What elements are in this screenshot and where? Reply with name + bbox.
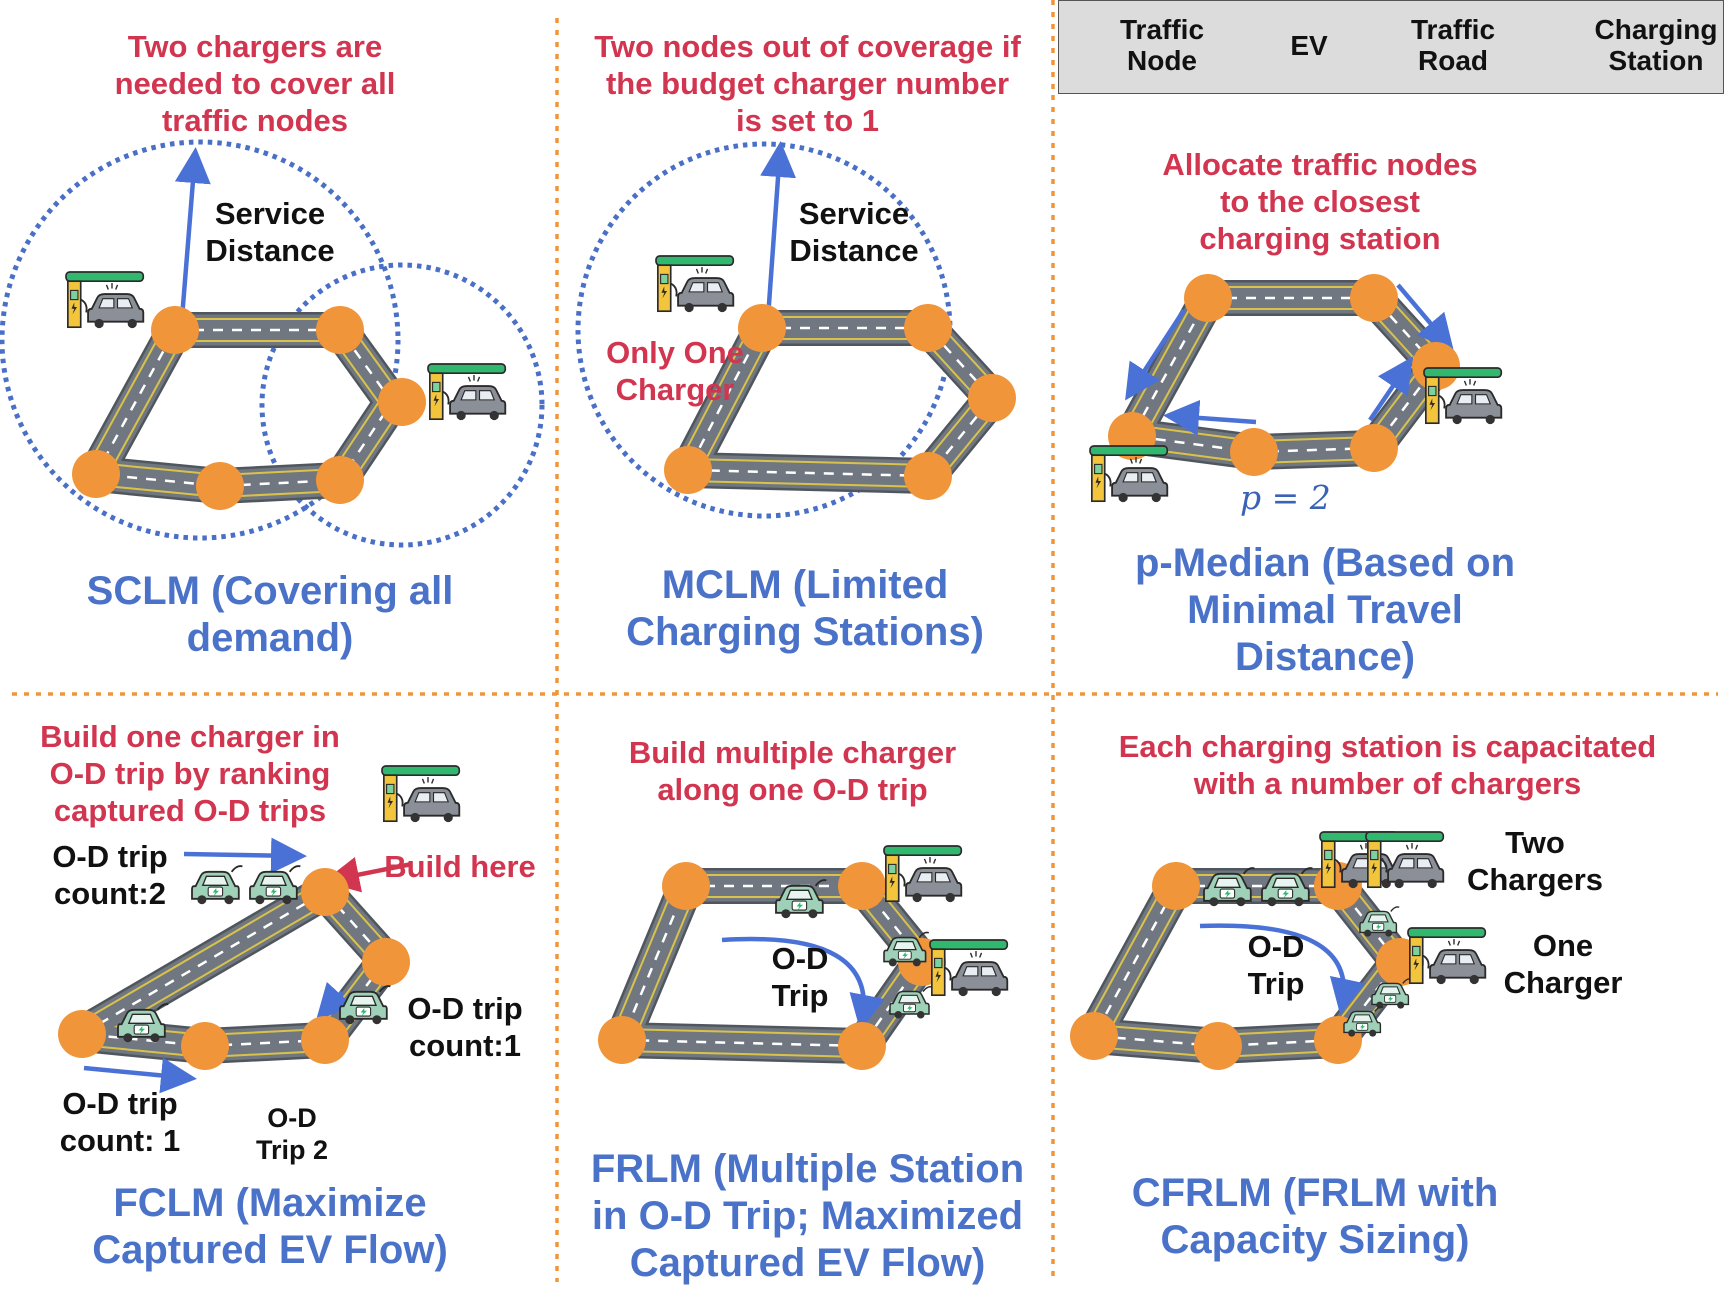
sclm-title: SCLM (Covering all demand) [86,569,454,661]
frlm-title: FRLM (Multiple Station in O-D Trip; Maxi… [590,1147,1025,1286]
pmedian-arrow-right [1396,283,1454,351]
frlm-node-4 [838,1022,886,1070]
mclm-only-one-charger: Only One Charger [606,335,744,408]
fclm-arrow-bottom [83,1057,197,1094]
legend-charging-station-label: Charging Station [1594,14,1718,77]
sclm-service-distance: Service Distance [205,196,335,269]
mclm-node-2 [904,304,952,352]
mclm-service-distance-arrow [760,141,797,319]
mclm-note: Two nodes out of coverage if the budget … [594,29,1021,139]
legend-traffic-road-label: Traffic Road [1410,14,1496,77]
frlm-od-arrow [721,936,885,1031]
cfrlm-ev-4 [1371,978,1412,1009]
fclm-node-1 [301,868,349,916]
frlm-od-trip: O-D Trip [771,941,829,1014]
fclm-build-here: Build here [384,849,536,884]
cfrlm-node-6 [1070,1012,1118,1060]
fclm-build-here-arrow [323,857,413,893]
sclm-node-5 [196,462,244,510]
fclm-station [381,765,461,823]
pmedian-node-2 [1350,274,1398,322]
fclm-arrow-count1 [315,981,354,1021]
fclm-note: Build one charger in O-D trip by ranking… [40,719,340,829]
sclm-node-2 [316,306,364,354]
pmedian-note: Allocate traffic nodes to the closest ch… [1162,147,1478,257]
fclm-ev-2 [249,865,301,905]
pmedian-node-1 [1184,274,1232,322]
mclm-station [655,255,735,313]
frlm-node-2 [838,862,886,910]
mclm-service-distance: Service Distance [789,196,919,269]
fclm-od-count-1a: O-D trip count:1 [407,991,523,1064]
frlm-ev-2 [883,931,930,967]
legend [1058,0,1724,94]
pmedian-arrow-left [1125,308,1186,401]
mclm-node-4 [904,452,952,500]
cfrlm-title: CFRLM (FRLM with Capacity Sizing) [1131,1171,1499,1263]
legend-ev-label: EV [1290,30,1328,61]
fclm-node-3 [301,1016,349,1064]
sclm-station-2 [427,363,507,421]
cfrlm-station-two-b [1365,831,1445,889]
frlm-ev-3 [889,985,933,1019]
mclm-node-5 [664,446,712,494]
frlm-node-5 [598,1016,646,1064]
mclm-node-1 [738,304,786,352]
sclm-coverage-circle-2 [259,262,545,548]
fclm-title: FCLM (Maximize Captured EV Flow) [92,1181,448,1273]
pmedian-p-label: p = 2 [1240,478,1331,517]
pmedian-node-5 [1230,428,1278,476]
frlm-note: Build multiple charger along one O-D tri… [628,735,957,808]
mclm-node-3 [968,374,1016,422]
sclm-node-1 [151,306,199,354]
fclm-ev-4 [117,1003,169,1043]
fclm-ev-3 [339,985,391,1025]
sclm-coverage-circle-1 [0,139,401,541]
pmedian-node-4 [1350,424,1398,472]
fclm-arrow-count2 [183,837,307,874]
pmedian-arrow-bottom [1163,399,1257,436]
legend-traffic-node-label: Traffic Node [1119,14,1205,77]
cfrlm-note: Each charging station is capacitated wit… [1118,729,1657,802]
frlm-node-1 [662,862,710,910]
pmedian-station-1 [1423,367,1503,425]
cfrlm-node-5 [1194,1022,1242,1070]
frlm-station-1 [883,845,963,903]
sclm-node-4 [316,456,364,504]
sclm-note: Two chargers are needed to cover all tra… [114,29,396,139]
cfrlm-station-one [1407,927,1487,985]
pmedian-title: p-Median (Based on Minimal Travel Distan… [1134,541,1516,680]
pmedian-arrow-up [1368,356,1414,422]
sclm-node-6 [72,450,120,498]
frlm-ev-1 [775,879,827,919]
cfrlm-od-trip: O-D Trip [1247,929,1305,1002]
frlm-station-2 [929,939,1009,997]
cfrlm-ev-3 [1359,906,1400,937]
cfrlm-ev-5 [1343,1006,1384,1037]
sclm-service-distance-arrow [174,147,211,319]
cfrlm-od-arrow [1199,923,1366,1015]
fclm-od-trip-2: O-D Trip 2 [255,1103,329,1166]
fclm-od-count-2: O-D trip count:2 [52,839,168,912]
cfrlm-ev-1 [1203,867,1255,907]
mclm-title: MCLM (Limited Charging Stations) [626,563,984,655]
sclm-node-3 [378,378,426,426]
cfrlm-two-chargers: Two Chargers [1466,825,1604,898]
fclm-node-2 [362,938,410,986]
panel-dividers [12,0,1718,1282]
fclm-ev-1 [191,865,243,905]
cfrlm-ev-2 [1261,867,1313,907]
cfrlm-node-1 [1152,862,1200,910]
pmedian-station-2 [1089,445,1169,503]
fclm-node-5 [58,1010,106,1058]
mclm-road-dashes [685,326,994,478]
sclm-station-1 [65,271,145,329]
fclm-node-4 [181,1022,229,1070]
fclm-od-count-1b: O-D trip count: 1 [59,1086,181,1159]
cfrlm-one-charger: One Charger [1503,928,1623,1001]
